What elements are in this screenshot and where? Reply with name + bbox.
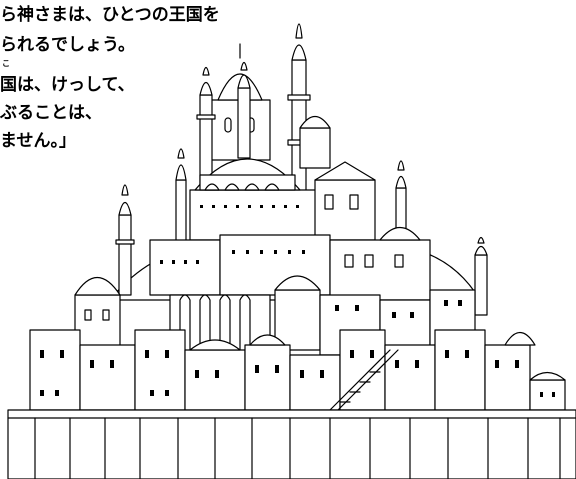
furigana-ruby: こ [2, 59, 10, 68]
third-tier-right [330, 228, 430, 301]
minaret-far-right [475, 238, 487, 316]
tower-right-upper [315, 162, 375, 240]
fourth-tier-center-dome [275, 276, 320, 350]
city-wall [8, 410, 576, 479]
verse-line-2: られるでしょう。 [0, 35, 135, 55]
fourth-tier-arches [170, 295, 270, 350]
minaret-far-left [116, 185, 134, 295]
front-houses [30, 330, 565, 410]
second-tier-building [190, 159, 320, 240]
small-dome-right [300, 117, 330, 169]
front-windows [40, 350, 555, 397]
verse-text: ら神さまは、ひとつの王国を られるでしょう。 こ 国は、けっして、 ぶることは、… [0, 0, 320, 170]
verse-line-3: 国は、けっして、 [0, 75, 135, 95]
verse-line-5: ません。」 [0, 131, 76, 151]
verse-line-1: ら神さまは、ひとつの王国を [0, 5, 220, 25]
third-tier-left [150, 240, 220, 295]
verse-line-4: ぶることは、 [0, 103, 102, 123]
stairs [330, 350, 398, 410]
minaret-top-center [238, 63, 250, 159]
